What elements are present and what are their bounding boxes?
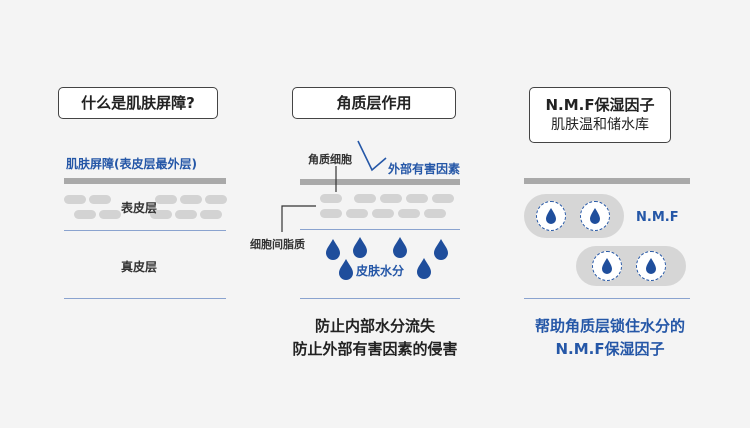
panel-skin-barrier: 什么是肌肤屏障? 肌肤屏障(表皮层最外层) 表皮层 真皮层 [0,0,250,428]
barrier-bar [64,178,226,184]
panel-nmf: N.M.F保湿因子 肌肤温和储水库 N.M.F 帮助角质层锁住水分的 N.M.F… [500,0,750,428]
panel2-bottom-text: 防止内部水分流失 防止外部有害因素的侵害 [270,315,480,361]
droplet-ring-icon [580,201,610,231]
dermis-label: 真皮层 [121,260,158,274]
external-harm-label: 外部有害因素 [388,162,461,176]
panel2-drawings [281,140,448,280]
panel3-bottom-line2: N.M.F保湿因子 [555,340,665,358]
nmf-label: N.M.F [636,210,679,225]
skin-water-label: 皮肤水分 [356,264,405,278]
droplet-ring-icon [592,251,622,281]
panel2-bottom-line2: 防止外部有害因素的侵害 [292,340,458,358]
panel3-title-line2: 肌肤温和储水库 [551,117,649,133]
droplet-ring-icon [536,201,566,231]
nmf-capsule-2 [576,246,686,286]
panel3-bottom-line1: 帮助角质层锁住水分的 [534,317,685,335]
panel2-title: 角质层作用 [336,94,412,112]
panel3-title-line1: N.M.F保湿因子 [545,96,655,114]
droplet-ring-icon [636,251,666,281]
keratinocyte-label: 角质细胞 [308,153,352,166]
epidermis-divider [64,230,226,231]
lipid-label: 细胞间脂质 [250,238,305,251]
nmf-capsule-1 [524,194,624,238]
panel1-title-box: 什么是肌肤屏障? [58,87,218,119]
stratum-bar [300,179,460,185]
barrier-label: 肌肤屏障(表皮层最外层) [66,157,197,171]
panel2-bottom-line1: 防止内部水分流失 [314,317,435,335]
panel3-bottom-text: 帮助角质层锁住水分的 N.M.F保湿因子 [510,315,710,361]
nmf-bottom-divider [524,298,690,299]
stratum-divider [300,229,460,230]
panel-stratum-corneum: 角质层作用 角质细胞 外部有害因素 细胞间脂质 皮肤水分 [250,0,500,428]
nmf-bar [524,178,690,184]
stratum-bottom-divider [300,298,460,299]
panel3-title-box: N.M.F保湿因子 肌肤温和储水库 [529,87,671,143]
epidermis-label: 表皮层 [121,201,158,215]
water-droplets [326,237,448,280]
panel2-title-box: 角质层作用 [292,87,456,119]
panel1-title: 什么是肌肤屏障? [81,94,195,112]
dermis-divider [64,298,226,299]
